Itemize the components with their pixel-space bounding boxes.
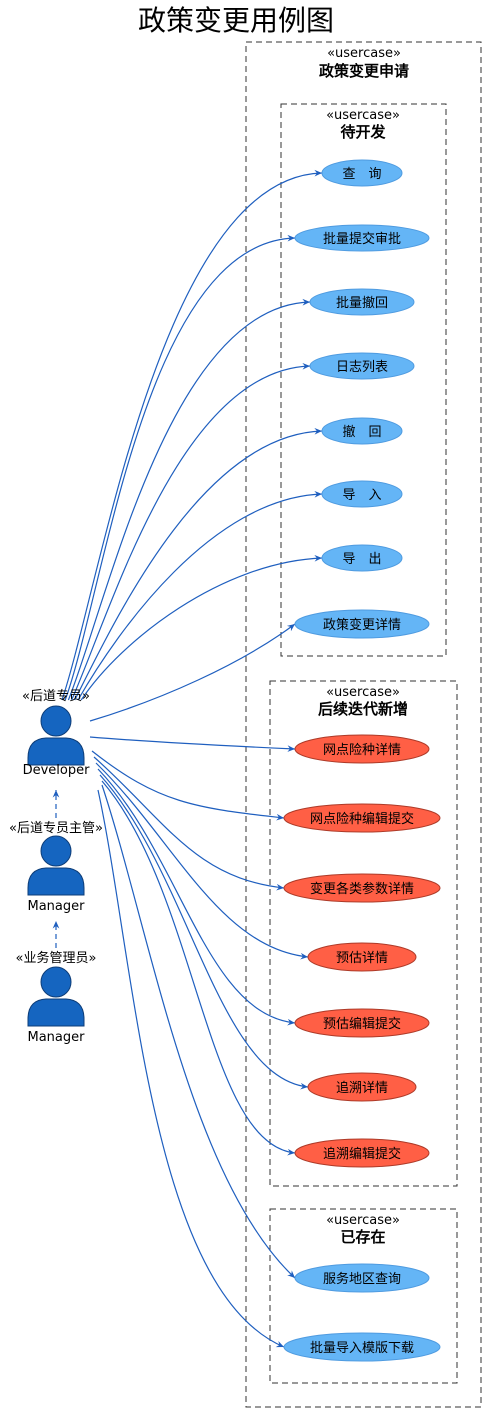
usecase-existing-2[interactable]: 批量导入模版下载 bbox=[283, 1332, 441, 1362]
usecase-ellipse[interactable] bbox=[307, 1072, 417, 1102]
usecase-label: 导 出 bbox=[342, 552, 381, 567]
association-edge-pending-4 bbox=[71, 362, 311, 701]
package-pending-stereotype: «usercase» bbox=[326, 108, 400, 123]
association-edge-next-2 bbox=[91, 750, 285, 821]
usecase-pending-8[interactable]: 政策变更详情 bbox=[294, 609, 430, 639]
usecase-label: 追溯详情 bbox=[336, 1080, 388, 1096]
association-edge-pending-3 bbox=[67, 298, 311, 701]
usecase-label: 导 入 bbox=[342, 488, 381, 503]
usecase-label: 批量撤回 bbox=[336, 295, 388, 311]
usecase-label: 批量提交审批 bbox=[323, 231, 401, 247]
usecase-label: 批量导入模版下载 bbox=[310, 1341, 414, 1356]
association-edge-next-1 bbox=[89, 736, 296, 753]
usecase-ellipse[interactable] bbox=[294, 734, 430, 764]
usecase-ellipse[interactable] bbox=[294, 224, 430, 252]
usecase-next-2[interactable]: 网点险种编辑提交 bbox=[283, 803, 441, 833]
association-edge-pending-6 bbox=[77, 490, 323, 701]
usecase-ellipse[interactable] bbox=[294, 1138, 430, 1168]
actor-name: Developer bbox=[23, 763, 91, 778]
association-edge-pending-1 bbox=[61, 169, 323, 701]
system-stereotype: «usercase» bbox=[327, 46, 401, 61]
usecase-label: 变更各类参数详情 bbox=[310, 881, 414, 897]
usecase-label: 预估编辑提交 bbox=[323, 1016, 401, 1032]
usecase-ellipse[interactable] bbox=[294, 609, 430, 639]
package-next-stereotype: «usercase» bbox=[326, 685, 400, 700]
package-pending bbox=[280, 103, 447, 657]
association-edge-next-4 bbox=[95, 762, 309, 960]
package-next bbox=[269, 680, 458, 1187]
usecase-ellipse[interactable] bbox=[294, 1008, 430, 1038]
actor-3: «业务管理员» Manager bbox=[16, 950, 97, 1045]
person-icon bbox=[27, 835, 85, 896]
usecase-label: 预估详情 bbox=[336, 951, 388, 966]
usecase-ellipse[interactable] bbox=[283, 873, 441, 903]
actor-name: Manager bbox=[28, 1030, 86, 1045]
association-edge-existing-2 bbox=[97, 789, 285, 1348]
usecase-label: 服务地区查询 bbox=[323, 1271, 401, 1287]
usecase-label: 追溯编辑提交 bbox=[323, 1146, 401, 1162]
usecase-ellipse[interactable] bbox=[307, 942, 417, 972]
actor-name: Manager bbox=[28, 899, 86, 914]
person-icon bbox=[27, 705, 85, 766]
usecase-label: 日志列表 bbox=[336, 360, 388, 375]
package-existing-stereotype: «usercase» bbox=[326, 1213, 400, 1228]
association-edge-pending-7 bbox=[80, 554, 323, 701]
usecase-ellipse[interactable] bbox=[283, 1332, 441, 1362]
association-edge-pending-8 bbox=[89, 623, 296, 722]
person-icon bbox=[27, 966, 85, 1027]
actor-stereotype: «后道专员» bbox=[22, 689, 90, 704]
association-edge-next-5 bbox=[97, 768, 296, 1026]
usecase-pending-1[interactable]: 查 询 bbox=[321, 159, 403, 187]
actor-stereotype: «后道专员主管» bbox=[9, 821, 103, 836]
association-edge-next-7 bbox=[101, 780, 296, 1156]
association-edge-existing-1 bbox=[101, 784, 296, 1279]
actor-1: «后道专员» Developer bbox=[22, 689, 90, 778]
usecase-label: 网点险种详情 bbox=[323, 743, 401, 758]
usecase-pending-3[interactable]: 批量撤回 bbox=[309, 288, 415, 316]
usecase-pending-2[interactable]: 批量提交审批 bbox=[294, 224, 430, 252]
association-edge-next-3 bbox=[93, 756, 285, 891]
usecase-ellipse[interactable] bbox=[321, 417, 403, 445]
usecase-label: 撤 回 bbox=[342, 424, 381, 440]
usecase-label: 政策变更详情 bbox=[323, 617, 401, 633]
usecase-ellipse[interactable] bbox=[309, 288, 415, 316]
diagram-title: 政策变更用例图 bbox=[138, 4, 334, 37]
usecase-label: 查 询 bbox=[342, 167, 381, 182]
usecase-next-3[interactable]: 变更各类参数详情 bbox=[283, 873, 441, 903]
usecase-label: 网点险种编辑提交 bbox=[310, 811, 414, 827]
usecase-pending-6[interactable]: 导 入 bbox=[321, 480, 403, 508]
usecase-next-7[interactable]: 追溯编辑提交 bbox=[294, 1138, 430, 1168]
package-existing bbox=[269, 1208, 458, 1384]
association-edge-next-6 bbox=[99, 774, 309, 1090]
actors: «后道专员» Developer «后道专员主管» Manager «业务管理员» Man… bbox=[9, 689, 103, 1045]
usecase-pending-7[interactable]: 导 出 bbox=[321, 544, 403, 572]
usecase-next-4[interactable]: 预估详情 bbox=[307, 942, 417, 972]
usecase-pending-5[interactable]: 撤 回 bbox=[321, 417, 403, 445]
usecase-pending-4[interactable]: 日志列表 bbox=[309, 352, 415, 380]
association-edges bbox=[61, 169, 323, 1348]
usecase-ellipse[interactable] bbox=[321, 480, 403, 508]
package-next-name: 后续迭代新增 bbox=[318, 700, 408, 718]
usecase-ellipse[interactable] bbox=[283, 803, 441, 833]
association-edge-pending-5 bbox=[74, 427, 323, 701]
association-edge-pending-2 bbox=[64, 234, 296, 701]
usecase-existing-1[interactable]: 服务地区查询 bbox=[294, 1263, 430, 1293]
usecase-next-6[interactable]: 追溯详情 bbox=[307, 1072, 417, 1102]
usecase-ellipse[interactable] bbox=[321, 159, 403, 187]
actor-2: «后道专员主管» Manager bbox=[9, 821, 103, 914]
usecase-ellipse[interactable] bbox=[294, 1263, 430, 1293]
usecase-next-5[interactable]: 预估编辑提交 bbox=[294, 1008, 430, 1038]
package-existing-name: 已存在 bbox=[340, 1228, 385, 1246]
package-pending-name: 待开发 bbox=[340, 123, 386, 141]
system-name: 政策变更申请 bbox=[319, 62, 409, 80]
usecase-next-1[interactable]: 网点险种详情 bbox=[294, 734, 430, 764]
usecase-ellipse[interactable] bbox=[321, 544, 403, 572]
usecase-ellipse[interactable] bbox=[309, 352, 415, 380]
actor-stereotype: «业务管理员» bbox=[16, 950, 97, 966]
